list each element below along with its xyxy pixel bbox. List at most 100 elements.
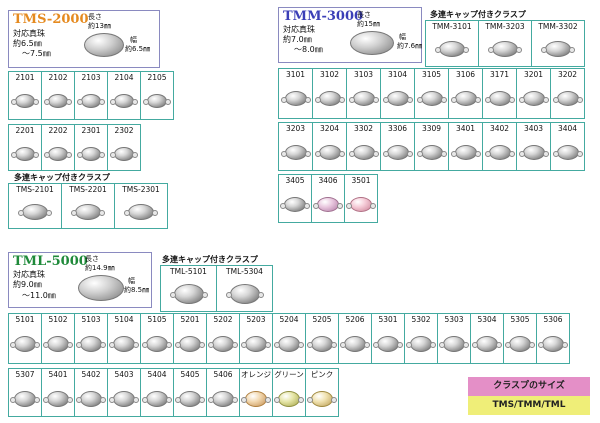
tml-cell[interactable]: 5204 (273, 314, 306, 364)
tml-cell[interactable]: 5404 (141, 369, 174, 417)
product-code: 5205 (312, 315, 332, 324)
clasp-icon (76, 336, 106, 352)
product-code: TMS-2101 (16, 185, 54, 194)
tmm-multi-cell[interactable]: TMM-3302 (532, 21, 585, 67)
tms-multi-cell[interactable]: TMS-2101 (9, 184, 62, 229)
tmm-cell[interactable]: 3405 (279, 175, 312, 223)
tms-cell[interactable]: 2302 (108, 125, 141, 171)
tml-cell[interactable]: オレンジ (240, 369, 273, 417)
tmm-multi-cell[interactable]: TMM-3203 (479, 21, 532, 67)
tmm-cell[interactable]: 3101 (279, 69, 313, 119)
product-code: 3171 (489, 70, 510, 79)
tms-cell[interactable]: 2201 (9, 125, 42, 171)
tmm-cell[interactable]: 3403 (517, 123, 551, 171)
product-code: 3105 (421, 70, 442, 79)
clasp-icon (518, 145, 549, 160)
tms-cell[interactable]: 2202 (42, 125, 75, 171)
tms-multi-cell[interactable]: TMS-2201 (62, 184, 115, 229)
tml-cell[interactable]: 5201 (174, 314, 207, 364)
product-code: TMS-2201 (69, 185, 107, 194)
product-code: 3302 (353, 124, 374, 133)
tmm-cell[interactable]: 3204 (313, 123, 347, 171)
tml-cell[interactable]: 5401 (42, 369, 75, 417)
tml-cell[interactable]: 5104 (108, 314, 141, 364)
tmm-cell[interactable]: 3171 (483, 69, 517, 119)
tms-pearl-range-2: ～7.5㎜ (22, 49, 51, 58)
tmm-cell[interactable]: 3202 (551, 69, 585, 119)
product-code: 5404 (147, 370, 167, 379)
tms-cell[interactable]: 2105 (141, 72, 174, 120)
tms-multi-cell[interactable]: TMS-2301 (115, 184, 168, 229)
product-code: 5204 (279, 315, 299, 324)
multi-clasp-icon (124, 204, 158, 220)
tml-cell[interactable]: 5301 (372, 314, 405, 364)
tmm-cell[interactable]: 3501 (345, 175, 378, 223)
product-code: 5201 (180, 315, 200, 324)
tml-multi-cell[interactable]: TML-5304 (217, 266, 273, 312)
tml-cell[interactable]: 5303 (438, 314, 471, 364)
tml-cell[interactable]: 5103 (75, 314, 108, 364)
tml-cell[interactable]: 5205 (306, 314, 339, 364)
product-code: 5101 (15, 315, 35, 324)
tms-cell[interactable]: 2102 (42, 72, 75, 120)
tml-cell[interactable]: ピンク (306, 369, 339, 417)
clasp-icon (110, 147, 138, 161)
tms-cell[interactable]: 2104 (108, 72, 141, 120)
tmm-cell[interactable]: 3402 (483, 123, 517, 171)
tml-multi-cell[interactable]: TML-5101 (161, 266, 217, 312)
product-code: 2101 (15, 73, 35, 82)
tmm-cell[interactable]: 3201 (517, 69, 551, 119)
clasp-icon (416, 145, 447, 160)
tml-cell[interactable]: 5101 (9, 314, 42, 364)
product-code: 5305 (510, 315, 530, 324)
tmm-cell[interactable]: 3104 (381, 69, 415, 119)
tmm-cell[interactable]: 3203 (279, 123, 313, 171)
tml-cell[interactable]: 5105 (141, 314, 174, 364)
tms-cell[interactable]: 2101 (9, 72, 42, 120)
product-code: 3501 (351, 176, 371, 185)
tml-multi-label: 多連キャップ付きクラスプ (162, 255, 258, 264)
tms-cell[interactable]: 2103 (75, 72, 108, 120)
tmm-cell[interactable]: 3102 (313, 69, 347, 119)
tml-cell[interactable]: 5405 (174, 369, 207, 417)
tmm-cell[interactable]: 3106 (449, 69, 483, 119)
tml-cell[interactable]: 5203 (240, 314, 273, 364)
clasp-icon (538, 336, 568, 352)
tms-length-value: 約13㎜ (88, 22, 111, 30)
tml-pearl-label: 対応真珠 (13, 270, 45, 279)
tml-cell[interactable]: グリーン (273, 369, 306, 417)
tmm-cell[interactable]: 3103 (347, 69, 381, 119)
tmm-cell[interactable]: 3302 (347, 123, 381, 171)
clasp-icon (439, 336, 469, 352)
product-code: TML-5101 (170, 267, 207, 276)
multi-clasp-icon (18, 204, 52, 220)
tms-multi-label: 多連キャップ付きクラスプ (14, 173, 110, 182)
clasp-icon (43, 391, 73, 407)
tml-cell[interactable]: 5102 (42, 314, 75, 364)
tml-cell[interactable]: 5302 (405, 314, 438, 364)
product-code: TMM-3203 (485, 22, 525, 31)
tml-cell[interactable]: 5305 (504, 314, 537, 364)
clasp-icon (11, 147, 39, 161)
tml-cell[interactable]: 5403 (108, 369, 141, 417)
product-code: 5202 (213, 315, 233, 324)
clasp-icon (552, 91, 583, 106)
product-code: 5206 (345, 315, 365, 324)
tml-cell[interactable]: 5202 (207, 314, 240, 364)
tmm-cell[interactable]: 3404 (551, 123, 585, 171)
tml-cell[interactable]: 5307 (9, 369, 42, 417)
tml-cell[interactable]: 5306 (537, 314, 570, 364)
tml-cell[interactable]: 5206 (339, 314, 372, 364)
tmm-cell[interactable]: 3105 (415, 69, 449, 119)
tml-cell[interactable]: 5402 (75, 369, 108, 417)
tmm-cell[interactable]: 3309 (415, 123, 449, 171)
tml-cell[interactable]: 5304 (471, 314, 504, 364)
tms-cell[interactable]: 2301 (75, 125, 108, 171)
product-code: 5307 (15, 370, 35, 379)
tmm-cell[interactable]: 3401 (449, 123, 483, 171)
tmm-cell[interactable]: 3406 (312, 175, 345, 223)
tmm-multi-cell[interactable]: TMM-3101 (426, 21, 479, 67)
tmm-cell[interactable]: 3306 (381, 123, 415, 171)
tml-cell[interactable]: 5406 (207, 369, 240, 417)
multi-clasp-icon (169, 284, 208, 304)
